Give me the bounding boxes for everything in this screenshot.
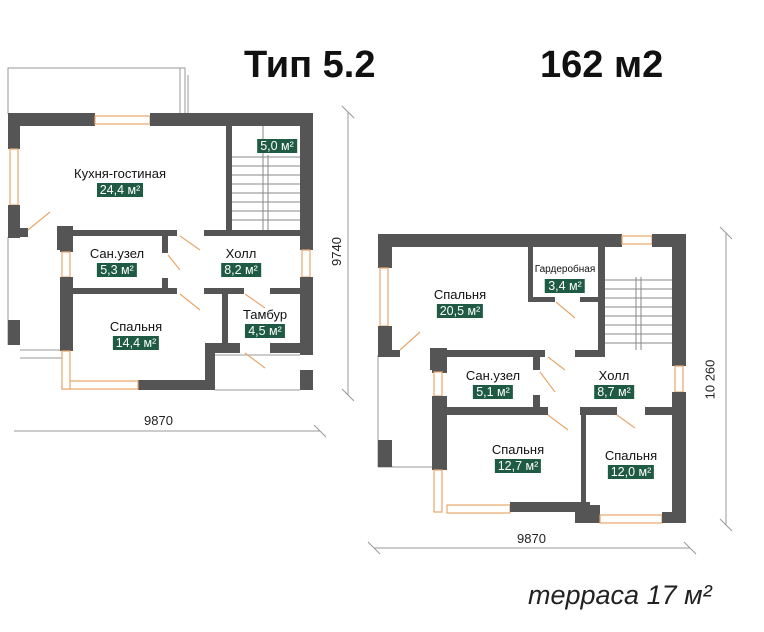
room-area-badge: 20,5 м² bbox=[436, 304, 484, 318]
room-name: Холл bbox=[225, 246, 257, 261]
floor2-width-dimension: 9870 bbox=[517, 531, 546, 546]
room-bedroom: Спальня 14,4 м² bbox=[110, 319, 162, 352]
room-hall: Холл 8,2 м² bbox=[221, 246, 261, 279]
room-name: Холл bbox=[598, 368, 630, 383]
room-bathroom: Сан.узел 5,3 м² bbox=[90, 246, 144, 279]
room-name: Сан.узел bbox=[465, 368, 521, 383]
room-name: Спальня bbox=[604, 448, 658, 463]
total-area-title: 162 м2 bbox=[540, 44, 664, 86]
room-name: Тамбур bbox=[242, 307, 288, 322]
room-name: Спальня bbox=[491, 442, 545, 457]
room-area-badge: 5,1 м² bbox=[473, 385, 513, 399]
room-area-badge: 5,0 м² bbox=[257, 139, 297, 153]
room-area-badge: 5,3 м² bbox=[97, 263, 137, 277]
room-stairs: 5,0 м² bbox=[257, 137, 297, 155]
room-area-badge: 12,7 м² bbox=[494, 459, 542, 473]
floor1-height-dimension: 9740 bbox=[328, 237, 344, 266]
floor1-width-dimension: 9870 bbox=[144, 413, 173, 428]
room-bedroom: Спальня 12,7 м² bbox=[492, 442, 544, 475]
room-area-badge: 4,5 м² bbox=[245, 324, 285, 338]
room-area-badge: 14,4 м² bbox=[112, 336, 160, 350]
room-wardrobe: Гардеробная 3,4 м² bbox=[534, 262, 596, 295]
stairs-icon bbox=[605, 277, 672, 350]
room-area-badge: 8,7 м² bbox=[594, 385, 634, 399]
room-hall: Холл 8,7 м² bbox=[594, 368, 634, 401]
room-name: Гардеробная bbox=[534, 264, 596, 275]
room-vestibule: Тамбур 4,5 м² bbox=[243, 307, 287, 340]
room-bedroom: Спальня 12,0 м² bbox=[605, 448, 657, 481]
room-area-badge: 8,2 м² bbox=[221, 263, 261, 277]
room-kitchen-living: Кухня-гостиная 24,4 м² bbox=[74, 166, 166, 199]
stairs-icon bbox=[232, 126, 300, 230]
house-type-title: Тип 5.2 bbox=[244, 44, 376, 86]
floor2-height-dimension: 10 260 bbox=[702, 359, 718, 400]
room-name: Кухня-гостиная bbox=[74, 166, 166, 181]
room-master-bedroom: Спальня 20,5 м² bbox=[434, 287, 486, 320]
room-bathroom: Сан.узел 5,1 м² bbox=[466, 368, 520, 401]
terrace-area-label: терраса 17 м² bbox=[528, 580, 712, 610]
room-name: Спальня bbox=[109, 319, 163, 334]
room-name: Спальня bbox=[433, 287, 487, 302]
room-name: Сан.узел bbox=[89, 246, 145, 261]
room-area-badge: 3,4 м² bbox=[545, 279, 585, 293]
room-area-badge: 24,4 м² bbox=[96, 183, 144, 197]
floor1-plan bbox=[7, 67, 355, 438]
floor2-plan bbox=[367, 226, 733, 555]
room-area-badge: 12,0 м² bbox=[607, 465, 655, 479]
